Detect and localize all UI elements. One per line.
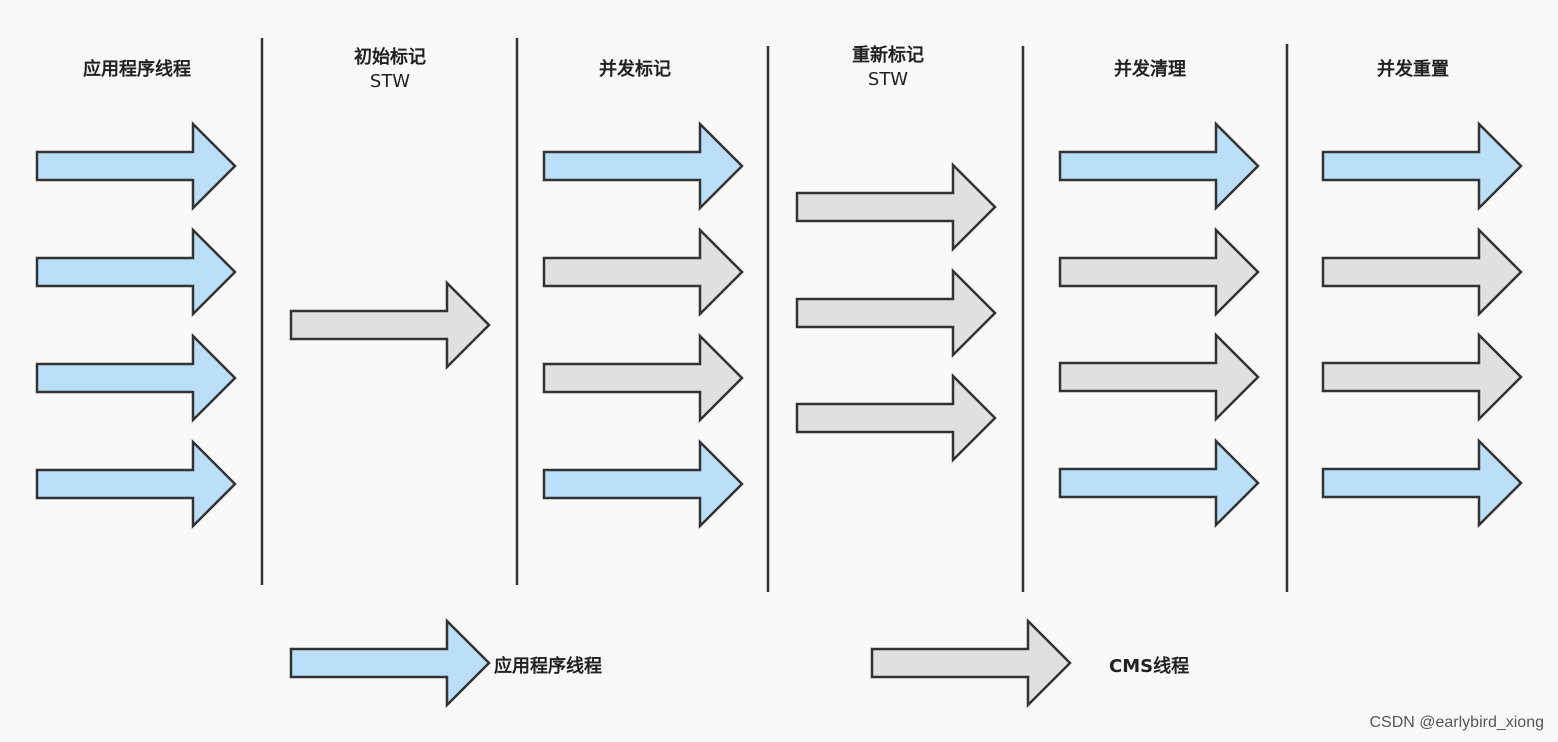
app-thread-arrow-p3-4 <box>542 438 744 530</box>
cms-thread-arrow-p3-2 <box>542 226 744 318</box>
cms-thread-arrow-p5-3 <box>1058 331 1260 423</box>
app-thread-arrow-p5-1 <box>1058 120 1260 212</box>
cms-thread-arrow-p2-1 <box>289 279 491 371</box>
phase-title-concurrent-sweep: 并发清理 <box>1114 59 1186 80</box>
cms-thread-arrow-p3-3 <box>542 332 744 424</box>
app-thread-arrow-p6-4 <box>1321 437 1523 529</box>
phase-subtitle-stw: STW <box>867 69 909 90</box>
phase-title-app-threads: 应用程序线程 <box>83 59 191 80</box>
phase-title-initial-mark: 初始标记 STW <box>290 46 490 94</box>
cms-thread-arrow-p5-2 <box>1058 226 1260 318</box>
watermark: CSDN @earlybird_xiong <box>1369 714 1544 731</box>
app-thread-arrow-p1-3 <box>35 332 237 424</box>
legend-label-app-thread: 应用程序线程 <box>494 656 602 677</box>
cms-thread-arrow-p6-3 <box>1321 331 1523 423</box>
app-thread-arrow-p3-1 <box>542 120 744 212</box>
cms-thread-arrow-p4-1 <box>795 161 997 253</box>
cms-thread-arrow-p4-3 <box>795 372 997 464</box>
cms-thread-arrow-p6-2 <box>1321 226 1523 318</box>
legend-arrow-app-thread <box>289 617 491 709</box>
legend-arrow-cms-thread <box>870 617 1072 709</box>
phase-title-remark: 重新标记 STW <box>788 44 988 92</box>
legend-label-cms-thread: CMS线程 <box>1109 656 1190 677</box>
app-thread-arrow-p1-4 <box>35 438 237 530</box>
cms-thread-arrow-p4-2 <box>795 267 997 359</box>
phase-subtitle-stw: STW <box>369 71 411 92</box>
phase-title-concurrent-mark: 并发标记 <box>599 59 671 80</box>
app-thread-arrow-p5-4 <box>1058 437 1260 529</box>
phase-title-concurrent-reset: 并发重置 <box>1377 59 1449 80</box>
app-thread-arrow-p1-2 <box>35 226 237 318</box>
app-thread-arrow-p6-1 <box>1321 120 1523 212</box>
app-thread-arrow-p1-1 <box>35 120 237 212</box>
